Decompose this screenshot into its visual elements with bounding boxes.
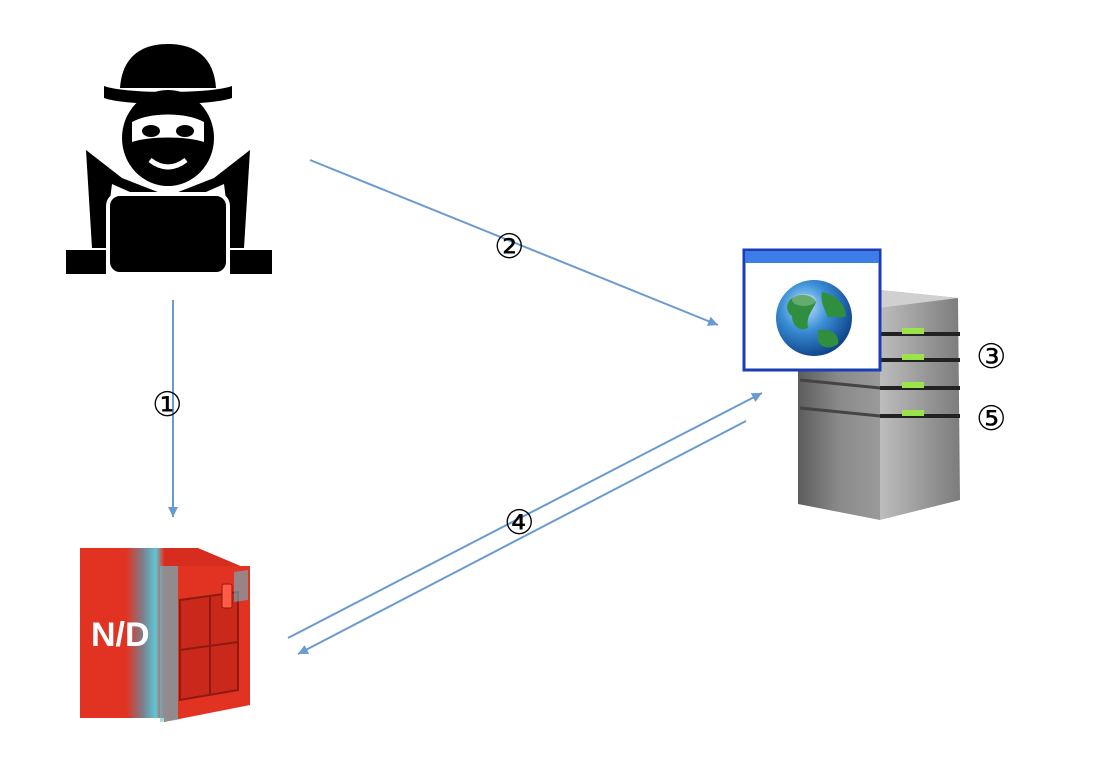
nd-server-label: N/D xyxy=(91,616,150,654)
red-server-icon: N/D xyxy=(80,548,250,722)
step-1-label: ① xyxy=(152,385,182,425)
server-led xyxy=(902,410,924,416)
arrow-step-4-request xyxy=(287,392,763,639)
server-led xyxy=(902,354,924,360)
globe-icon xyxy=(776,280,852,356)
server-led xyxy=(902,382,924,388)
step-3-label: ③ xyxy=(976,337,1006,377)
server-led xyxy=(902,328,924,334)
arrow-step-2 xyxy=(309,159,719,326)
server-drive-bays xyxy=(799,328,960,418)
globe-browser-icon xyxy=(742,248,882,372)
step-5-label: ⑤ xyxy=(976,399,1006,439)
step-4-label: ④ xyxy=(504,503,534,543)
step-2-label: ② xyxy=(494,227,524,267)
arrow-step-4-response xyxy=(297,420,747,655)
hacker-icon xyxy=(66,44,272,276)
